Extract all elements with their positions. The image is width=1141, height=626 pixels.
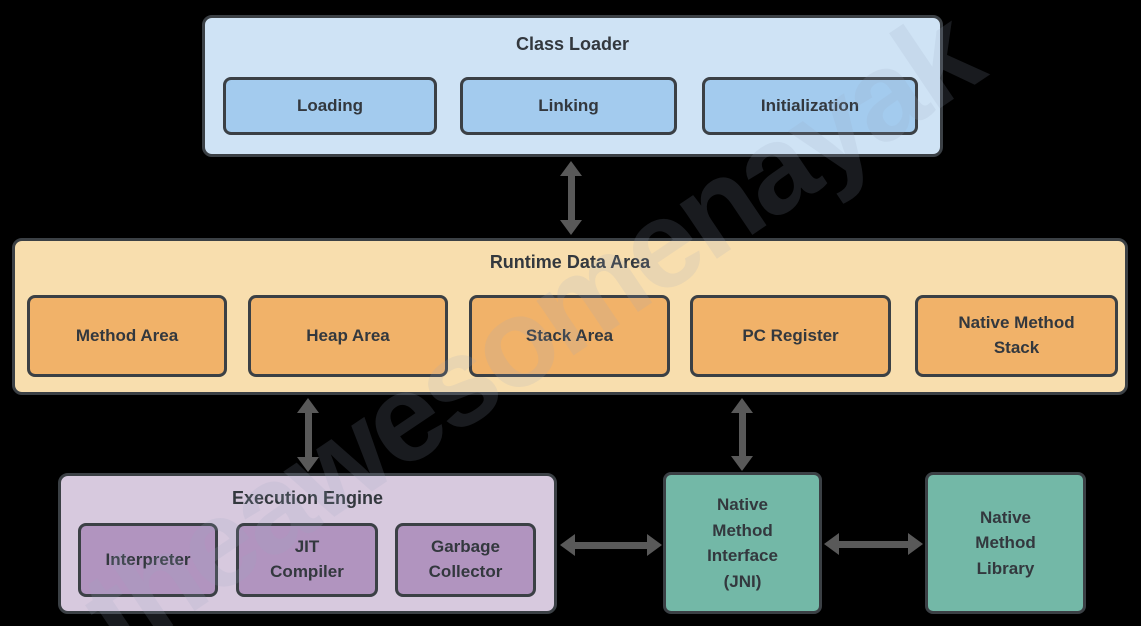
arrow-shaft <box>839 540 908 548</box>
arrow-shaft <box>738 413 746 456</box>
arrow-jni-library <box>824 533 923 555</box>
linking-box: Linking <box>460 77 677 135</box>
arrowhead-right-icon <box>908 533 923 555</box>
arrow-shaft <box>304 413 312 457</box>
arrow-runtime-execution <box>297 398 319 472</box>
method-area-box: Method Area <box>27 295 227 377</box>
heap-area-box: Heap Area <box>248 295 448 377</box>
garbage-collector-box: Garbage Collector <box>395 523 536 597</box>
interpreter-box: Interpreter <box>78 523 218 597</box>
class-loader-title: Class Loader <box>515 34 630 54</box>
arrowhead-down-icon <box>560 220 582 235</box>
arrowhead-left-icon <box>824 533 839 555</box>
native-method-interface-box: Native Method Interface (JNI) <box>663 472 822 614</box>
arrow-shaft <box>567 176 575 220</box>
arrow-runtime-jni <box>731 398 753 471</box>
arrowhead-up-icon <box>731 398 753 413</box>
execution-engine-title: Execution Engine <box>231 488 384 508</box>
pc-register-box: PC Register <box>690 295 891 377</box>
native-method-library-box: Native Method Library <box>925 472 1086 614</box>
initialization-box: Initialization <box>702 77 918 135</box>
arrowhead-down-icon <box>731 456 753 471</box>
class-loader-container: Class Loader Loading Linking Initializat… <box>202 15 943 157</box>
runtime-data-area-title: Runtime Data Area <box>489 252 651 272</box>
arrowhead-up-icon <box>297 398 319 413</box>
arrowhead-down-icon <box>297 457 319 472</box>
loading-box: Loading <box>223 77 437 135</box>
execution-engine-container: Execution Engine Interpreter JIT Compile… <box>58 473 557 614</box>
stack-area-box: Stack Area <box>469 295 670 377</box>
arrow-classloader-runtime <box>560 161 582 235</box>
arrowhead-left-icon <box>560 534 575 556</box>
jit-compiler-box: JIT Compiler <box>236 523 378 597</box>
native-method-stack-box: Native Method Stack <box>915 295 1118 377</box>
arrow-shaft <box>575 541 647 549</box>
arrowhead-up-icon <box>560 161 582 176</box>
runtime-data-area-container: Runtime Data Area Method Area Heap Area … <box>12 238 1128 395</box>
arrowhead-right-icon <box>647 534 662 556</box>
arrow-execution-jni <box>560 534 662 556</box>
